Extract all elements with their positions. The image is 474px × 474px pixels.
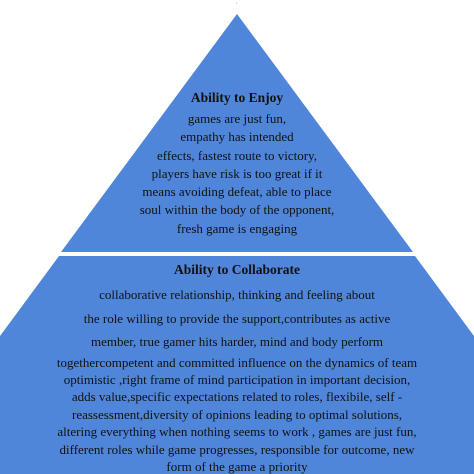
bottom-tier-line: reassessment,diversity of opinions leadi… bbox=[71, 406, 403, 422]
bottom-tier-line: member, true gamer hits harder, mind and… bbox=[90, 334, 384, 349]
bottom-tier-line: altering everything when nothing seems t… bbox=[57, 424, 417, 440]
top-tier-line: players have risk is too great if it bbox=[151, 165, 323, 181]
top-tier-line: fresh game is engaging bbox=[176, 220, 298, 236]
bottom-tier-line: form of the game a priority bbox=[166, 458, 308, 474]
top-tier-line: empathy has intended bbox=[180, 129, 294, 145]
bottom-tier-line: adds value,specific expectations related… bbox=[71, 389, 403, 405]
bottom-tier-text: Ability to Collaborate collaborative rel… bbox=[0, 261, 474, 474]
top-tier-text: Ability to Enjoy games are just fun, emp… bbox=[117, 89, 357, 238]
bottom-tier-trapezoid bbox=[0, 256, 474, 474]
bottom-tier-title: Ability to Collaborate bbox=[174, 262, 300, 277]
top-tier-line: means avoiding defeat, able to place bbox=[142, 184, 332, 200]
bottom-tier-line: different roles while game progresses, r… bbox=[59, 441, 415, 457]
top-tier-title: Ability to Enjoy bbox=[190, 90, 284, 105]
top-tier-line: games are just fun, bbox=[187, 111, 287, 126]
top-tier-line: soul within the body of the opponent, bbox=[139, 202, 335, 218]
bottom-tier-line: optimistic ,right frame of mind particip… bbox=[63, 371, 411, 387]
bottom-tier-line: the role willing to provide the support,… bbox=[83, 310, 391, 326]
top-tier-triangle bbox=[61, 14, 413, 252]
bottom-tier-line: togethercompetent and committed influenc… bbox=[56, 354, 418, 370]
top-tier-line: effects, fastest route to victory, bbox=[157, 147, 317, 163]
bottom-tier-line: collaborative relationship, thinking and… bbox=[99, 287, 375, 302]
apex-mark: · bbox=[235, 0, 238, 8]
